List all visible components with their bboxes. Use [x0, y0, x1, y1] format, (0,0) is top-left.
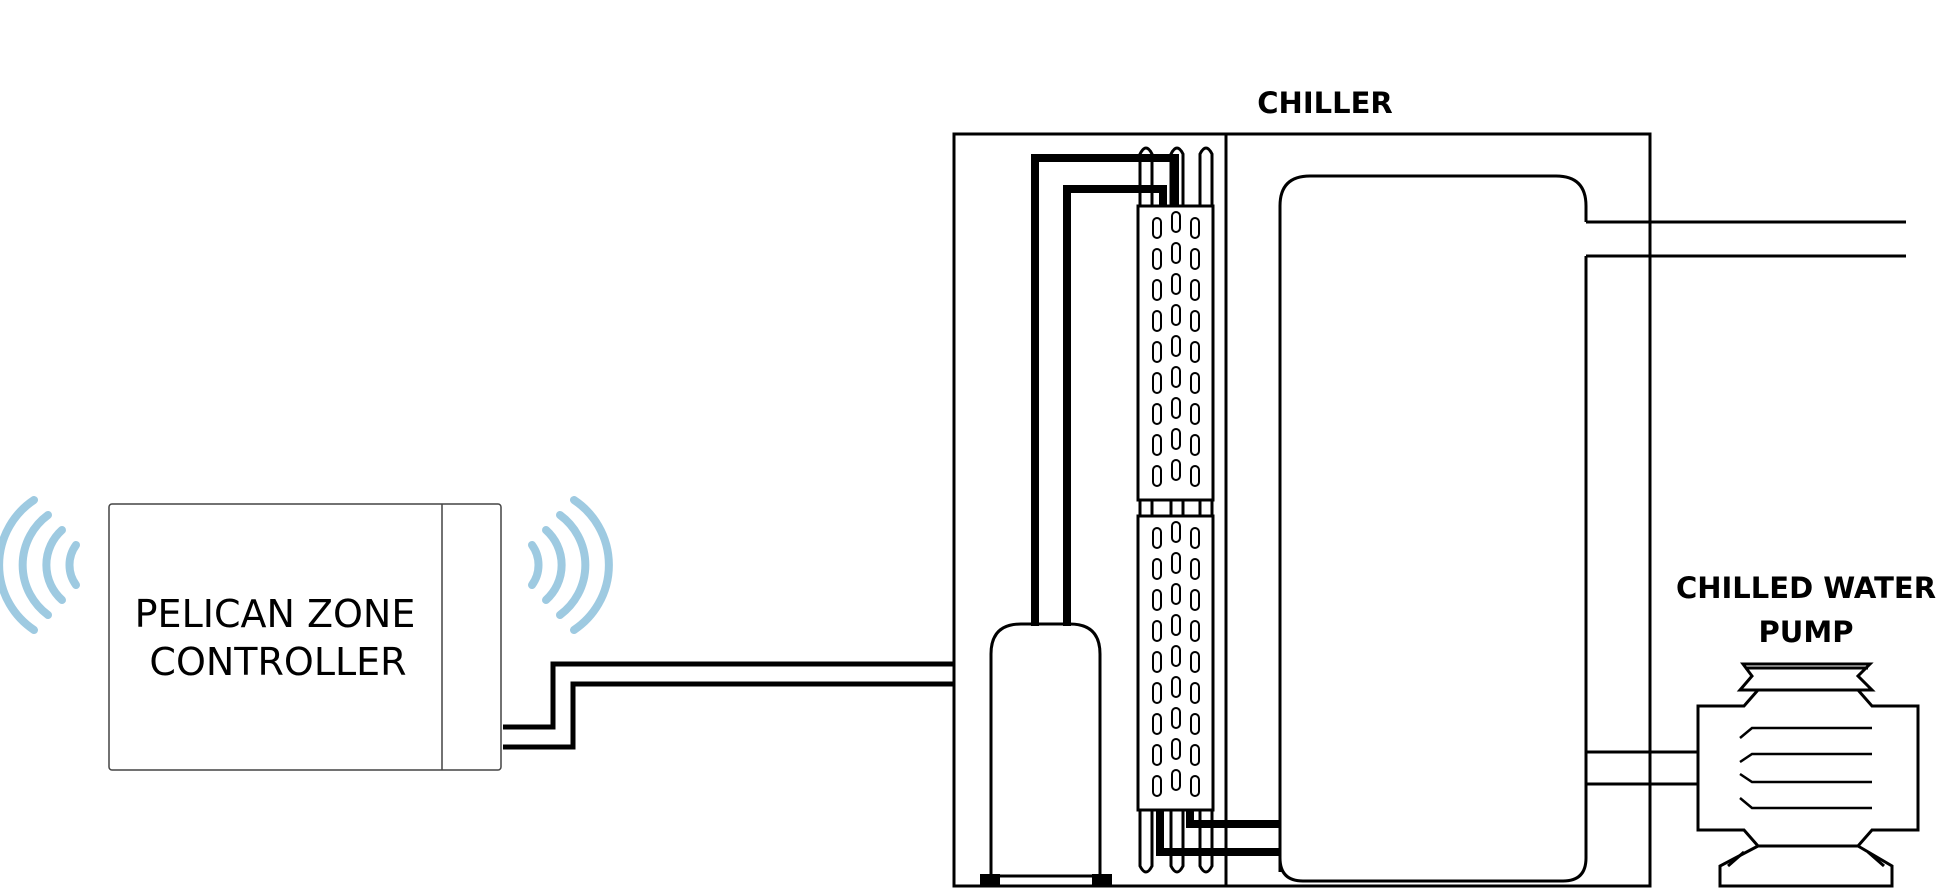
controller-label-line2: CONTROLLER	[149, 640, 406, 684]
coil-fin	[1152, 620, 1162, 642]
coil-fin	[1152, 372, 1162, 394]
evaporator-tank	[1278, 174, 1588, 872]
coil-fin	[1190, 310, 1200, 332]
coil-fin	[1171, 676, 1181, 698]
compressor-foot-right	[1092, 874, 1112, 885]
pump-base	[1718, 844, 1894, 888]
coil-fin	[1152, 217, 1162, 239]
coil-fin	[1190, 434, 1200, 456]
coil-fin	[1171, 707, 1181, 729]
pump-label-line1: CHILLED WATER	[1676, 571, 1936, 605]
coil-fin	[1190, 217, 1200, 239]
coil-fin	[1190, 558, 1200, 580]
coil-fin	[1152, 713, 1162, 735]
coil-fin	[1171, 769, 1181, 791]
chilled-water-pump	[1696, 662, 1920, 888]
controller-label-line1: PELICAN ZONE	[135, 592, 416, 636]
coil-fin	[1152, 527, 1162, 549]
coil-fin	[1152, 589, 1162, 611]
condenser-coil-upper	[1136, 204, 1215, 502]
coil-fin	[1190, 403, 1200, 425]
coil-fin	[1171, 335, 1181, 357]
coil-fin	[1152, 682, 1162, 704]
condenser-coil-lower	[1136, 514, 1215, 812]
coil-fin	[1171, 273, 1181, 295]
coil-fin	[1152, 310, 1162, 332]
coil-fin	[1190, 713, 1200, 735]
coil-fin	[1171, 552, 1181, 574]
coil-fin	[1171, 583, 1181, 605]
coil-fin	[1190, 682, 1200, 704]
compressor	[989, 622, 1102, 880]
coil-fin	[1171, 459, 1181, 481]
coil-fin	[1190, 465, 1200, 487]
chilled-water-return-pipe	[1586, 750, 1698, 786]
coil-fin	[1171, 521, 1181, 543]
coil-fin	[1152, 434, 1162, 456]
coil-fin	[1171, 428, 1181, 450]
coil-fin	[1171, 211, 1181, 233]
compressor-foot-left	[980, 874, 1000, 885]
control-wiring	[503, 661, 953, 750]
coil-fin	[1152, 341, 1162, 363]
coil-fins	[1152, 211, 1200, 797]
pump-label-line2: PUMP	[1759, 615, 1854, 649]
refrigerant-lines	[1031, 154, 1280, 856]
coil-fin	[1171, 614, 1181, 636]
chilled-water-supply-pipe	[1586, 220, 1906, 258]
pump-body	[1696, 688, 1920, 848]
coil-fin	[1171, 366, 1181, 388]
coil-fin	[1152, 744, 1162, 766]
coil-fin	[1152, 248, 1162, 270]
coil-fin	[1152, 279, 1162, 301]
wireless-signal-right-icon	[528, 496, 613, 634]
chiller-label: CHILLER	[1257, 86, 1392, 120]
chiller	[952, 132, 1906, 888]
wireless-signal-left-icon	[0, 496, 80, 634]
controller-box	[108, 503, 502, 771]
coil-fin	[1171, 738, 1181, 760]
coil-fin	[1152, 465, 1162, 487]
coil-fin	[1152, 403, 1162, 425]
coil-fin	[1190, 527, 1200, 549]
coil-fin	[1171, 304, 1181, 326]
coil-fin	[1152, 775, 1162, 797]
coil-fin	[1190, 620, 1200, 642]
coil-fin	[1190, 341, 1200, 363]
zone-controller: PELICAN ZONE CONTROLLER	[108, 503, 502, 771]
coil-fin	[1190, 248, 1200, 270]
coil-fin	[1190, 279, 1200, 301]
coil-fin	[1152, 651, 1162, 673]
coil-fin	[1171, 242, 1181, 264]
pump-impeller-lines	[1739, 726, 1872, 810]
coil-fin	[1190, 744, 1200, 766]
chiller-evaporator-section	[1224, 132, 1652, 888]
coil-fin	[1190, 372, 1200, 394]
coil-fin	[1190, 651, 1200, 673]
coil-fin	[1171, 645, 1181, 667]
coil-fin	[1171, 397, 1181, 419]
pump-top-flange	[1736, 662, 1876, 692]
coil-fin	[1152, 558, 1162, 580]
coil-fin	[1190, 775, 1200, 797]
coil-fin	[1190, 589, 1200, 611]
